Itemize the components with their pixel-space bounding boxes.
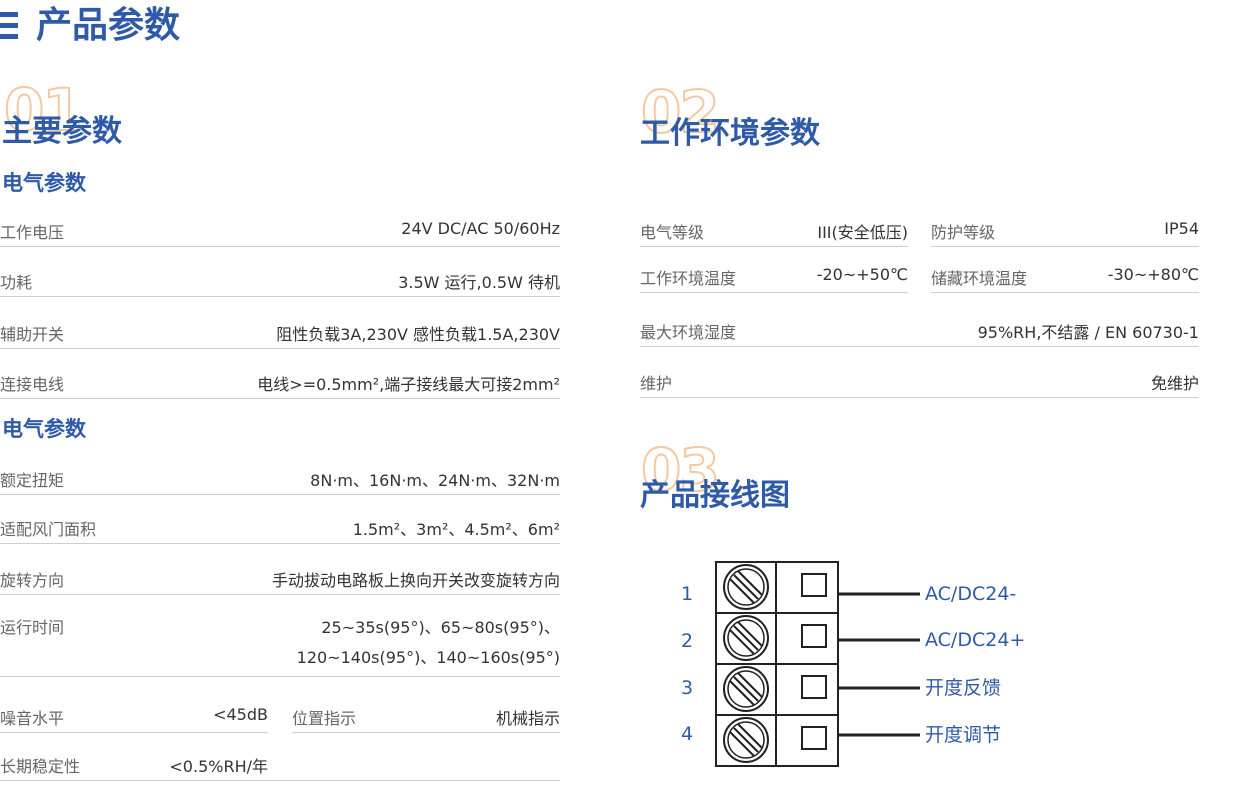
- section-title: 工作环境参数: [640, 116, 820, 151]
- param-label: 运行时间: [0, 618, 65, 637]
- param-value: 95%RH,不结露 / EN 60730-1: [977, 323, 1199, 342]
- param-value-line2: 120~140s(95°)、140~160s(95°): [296, 648, 560, 667]
- square-slot-icon: [801, 573, 827, 597]
- terminal-3: [723, 666, 920, 712]
- param-value: <0.5%RH/年: [169, 757, 268, 776]
- param-value: 24V DC/AC 50/60Hz: [401, 219, 560, 238]
- param-row: 维护 免维护: [640, 363, 1199, 398]
- square-slot-icon: [801, 624, 827, 648]
- terminal-label: AC/DC24+: [925, 629, 1026, 651]
- param-row: 防护等级 IP54: [931, 212, 1199, 247]
- param-value: 阻性负载3A,230V 感性负载1.5A,230V: [276, 325, 560, 344]
- terminal-number: 2: [680, 630, 694, 652]
- terminal-number: 1: [680, 583, 694, 605]
- group-title: 电气参数: [2, 417, 86, 441]
- param-value: <45dB: [213, 705, 268, 724]
- terminal-label: 开度调节: [925, 724, 1002, 746]
- param-row: 噪音水平 <45dB: [0, 698, 268, 733]
- square-slot-icon: [801, 726, 827, 750]
- screw-icon: [723, 717, 769, 763]
- param-row: 储藏环境温度 -30~+80℃: [931, 258, 1199, 293]
- terminal-label: AC/DC24-: [925, 583, 1017, 605]
- param-value: 25~35s(95°)、65~80s(95°)、: [321, 618, 560, 637]
- param-value: 电线>=0.5mm²,端子接线最大可接2mm²: [257, 375, 560, 394]
- param-row: 辅助开关 阻性负载3A,230V 感性负载1.5A,230V: [0, 314, 560, 349]
- param-value: IP54: [1164, 219, 1199, 238]
- terminal-4: [723, 717, 920, 763]
- group-title: 电气参数: [2, 171, 86, 195]
- page-title: 产品参数: [36, 5, 181, 46]
- param-row: 额定扭矩 8N·m、16N·m、24N·m、32N·m: [0, 460, 560, 495]
- square-slot-icon: [801, 675, 827, 699]
- param-row: 工作环境温度 -20~+50℃: [640, 258, 908, 293]
- param-label: 位置指示: [292, 709, 357, 728]
- param-value: 1.5m²、3m²、4.5m²、6m²: [352, 520, 560, 539]
- screw-icon: [723, 666, 769, 712]
- section-number: 01: [3, 76, 84, 144]
- param-label: 储藏环境温度: [931, 269, 1028, 288]
- screw-icon: [723, 564, 769, 610]
- terminal-2: [723, 615, 920, 661]
- section-title: 主要参数: [2, 114, 122, 149]
- param-label: 防护等级: [931, 223, 996, 242]
- param-row: 旋转方向 手动拔动电路板上换向开关改变旋转方向: [0, 560, 560, 595]
- terminal-1: [723, 564, 920, 610]
- param-value: -20~+50℃: [816, 265, 908, 284]
- param-row: 长期稳定性 <0.5%RH/年: [0, 746, 560, 781]
- param-label: 电气等级: [640, 223, 705, 242]
- title-marker-icon: [0, 12, 18, 40]
- param-label: 连接电线: [0, 375, 65, 394]
- param-value: 免维护: [1150, 374, 1199, 393]
- param-value: 3.5W 运行,0.5W 待机: [398, 273, 560, 292]
- wiring-diagram: [715, 561, 920, 767]
- param-row: 电气等级 III(安全低压): [640, 212, 908, 247]
- param-value: 机械指示: [495, 709, 560, 728]
- param-label: 功耗: [0, 273, 33, 292]
- param-row: 适配风门面积 1.5m²、3m²、4.5m²、6m²: [0, 509, 560, 544]
- section-number: 02: [640, 78, 721, 146]
- param-row: 功耗 3.5W 运行,0.5W 待机: [0, 262, 560, 297]
- param-value: 手动拔动电路板上换向开关改变旋转方向: [271, 571, 560, 590]
- param-row: 位置指示 机械指示: [292, 698, 560, 733]
- terminal-number: 4: [680, 723, 694, 745]
- screw-icon: [723, 615, 769, 661]
- param-label: 适配风门面积: [0, 520, 97, 539]
- param-value: 8N·m、16N·m、24N·m、32N·m: [310, 471, 560, 490]
- param-row: 运行时间 25~35s(95°)、65~80s(95°)、 120~140s(9…: [0, 612, 560, 677]
- param-label: 工作电压: [0, 223, 65, 242]
- param-value: -30~+80℃: [1107, 265, 1199, 284]
- terminal-number: 3: [680, 677, 694, 699]
- param-label: 辅助开关: [0, 325, 65, 344]
- section-title: 产品接线图: [640, 478, 790, 513]
- param-label: 维护: [640, 374, 673, 393]
- param-label: 工作环境温度: [640, 269, 737, 288]
- param-label: 旋转方向: [0, 571, 65, 590]
- section-number: 03: [640, 436, 721, 504]
- param-row: 工作电压 24V DC/AC 50/60Hz: [0, 212, 560, 247]
- param-label: 噪音水平: [0, 709, 65, 728]
- param-label: 长期稳定性: [0, 757, 81, 776]
- param-label: 额定扭矩: [0, 471, 65, 490]
- param-row: 最大环境湿度 95%RH,不结露 / EN 60730-1: [640, 312, 1199, 347]
- param-value: III(安全低压): [817, 223, 908, 242]
- param-label: 最大环境湿度: [640, 323, 737, 342]
- terminal-label: 开度反馈: [925, 677, 1002, 699]
- param-row: 连接电线 电线>=0.5mm²,端子接线最大可接2mm²: [0, 364, 560, 399]
